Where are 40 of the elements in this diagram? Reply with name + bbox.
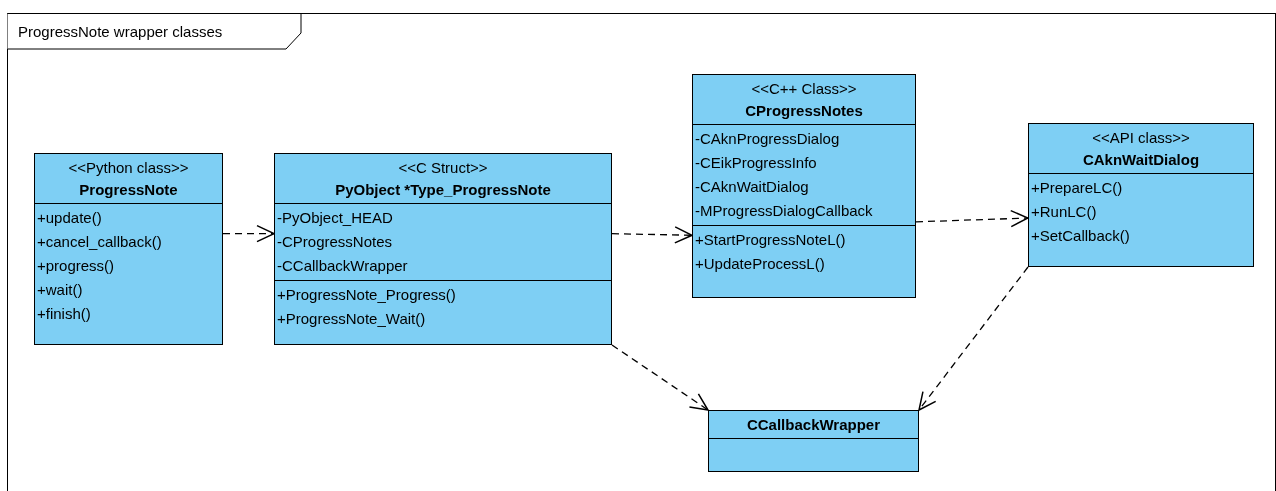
member-label: +PrepareLC()	[1031, 178, 1123, 198]
class-box	[274, 153, 612, 345]
member-label: -CCallbackWrapper	[277, 256, 408, 276]
member-label: +RunLC()	[1031, 202, 1097, 222]
stereotype-label: <<C Struct>>	[398, 158, 488, 178]
member-label: +UpdateProcessL()	[695, 254, 825, 274]
member-label: +cancel_callback()	[37, 232, 162, 252]
member-label: -CAknProgressDialog	[695, 129, 840, 149]
dependency-arrow	[918, 266, 1029, 411]
class-name: ProgressNote	[79, 180, 178, 200]
member-label: +SetCallback()	[1031, 226, 1130, 246]
member-label: -CEikProgressInfo	[695, 153, 817, 173]
class-name: PyObject *Type_ProgressNote	[335, 180, 551, 200]
member-label: +ProgressNote_Progress()	[277, 285, 456, 305]
dependency-arrow	[222, 224, 275, 243]
class-name: CProgressNotes	[745, 101, 863, 121]
dependency-arrow	[611, 344, 709, 411]
class-box	[692, 74, 916, 298]
member-label: +update()	[37, 208, 102, 228]
member-label: -PyObject_HEAD	[277, 208, 393, 228]
dependency-arrow	[915, 209, 1029, 228]
member-label: +ProgressNote_Wait()	[277, 309, 426, 329]
stereotype-label: <<C++ Class>>	[751, 79, 857, 99]
member-label: +progress()	[37, 256, 115, 276]
class-name: CAknWaitDialog	[1082, 150, 1200, 170]
member-label: -CProgressNotes	[277, 232, 393, 252]
class-box	[34, 153, 223, 345]
member-label: +wait()	[37, 280, 83, 300]
diagram-frame	[7, 13, 1276, 491]
member-label: -MProgressDialogCallback	[695, 201, 873, 221]
frame-title: ProgressNote wrapper classes	[18, 22, 223, 42]
dependency-arrow	[611, 226, 693, 244]
member-label: +StartProgressNoteL()	[695, 230, 846, 250]
stereotype-label: <<Python class>>	[68, 158, 189, 178]
stereotype-label: <<API class>>	[1092, 128, 1190, 148]
class-box	[708, 410, 919, 472]
class-box	[1028, 123, 1254, 267]
member-label: +finish()	[37, 304, 91, 324]
class-name: CCallbackWrapper	[746, 415, 881, 435]
member-label: -CAknWaitDialog	[695, 177, 809, 197]
